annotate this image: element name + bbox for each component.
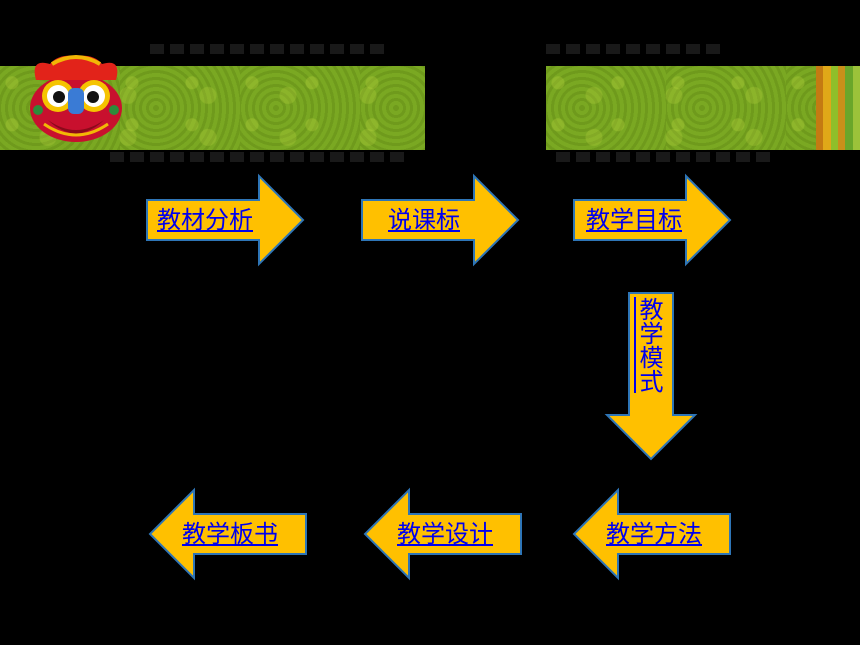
arrow-right-shape <box>361 173 520 267</box>
banner-top-strip <box>150 44 390 54</box>
step-teaching-objectives[interactable]: 教学目标 <box>586 206 682 234</box>
step-teaching-methods[interactable]: 教学方法 <box>606 520 702 548</box>
banner-bottom-strip-right <box>556 152 776 162</box>
flow-arrow-left-2[interactable]: 教学设计 <box>363 487 522 581</box>
arrow-right-shape <box>146 173 305 267</box>
header-banner-right <box>546 66 860 150</box>
flow-arrow-right-3[interactable]: 教学目标 <box>573 173 732 267</box>
arrow-right-shape <box>573 173 732 267</box>
banner-stripes <box>816 66 860 150</box>
lion-dance-head-icon <box>30 55 122 142</box>
banner-bottom-strip <box>110 152 410 162</box>
flow-arrow-left-1[interactable]: 教学方法 <box>572 487 731 581</box>
arrow-left-shape <box>148 487 307 581</box>
step-curriculum-standard[interactable]: 说课标 <box>388 206 460 234</box>
step-teaching-design[interactable]: 教学设计 <box>397 520 493 548</box>
arrow-left-shape <box>363 487 522 581</box>
arrow-down-shape <box>604 292 698 461</box>
step-blackboard-writing[interactable]: 教学板书 <box>182 520 278 548</box>
flow-arrow-down[interactable]: 教学模式 <box>604 292 698 461</box>
flow-arrow-left-3[interactable]: 教学板书 <box>148 487 307 581</box>
banner-top-strip-right <box>546 44 726 54</box>
arrow-left-shape <box>572 487 731 581</box>
step-textbook-analysis[interactable]: 教材分析 <box>157 206 253 234</box>
flow-arrow-right-1[interactable]: 教材分析 <box>146 173 305 267</box>
step-teaching-mode[interactable]: 教学模式 <box>635 297 663 393</box>
flow-arrow-right-2[interactable]: 说课标 <box>361 173 520 267</box>
